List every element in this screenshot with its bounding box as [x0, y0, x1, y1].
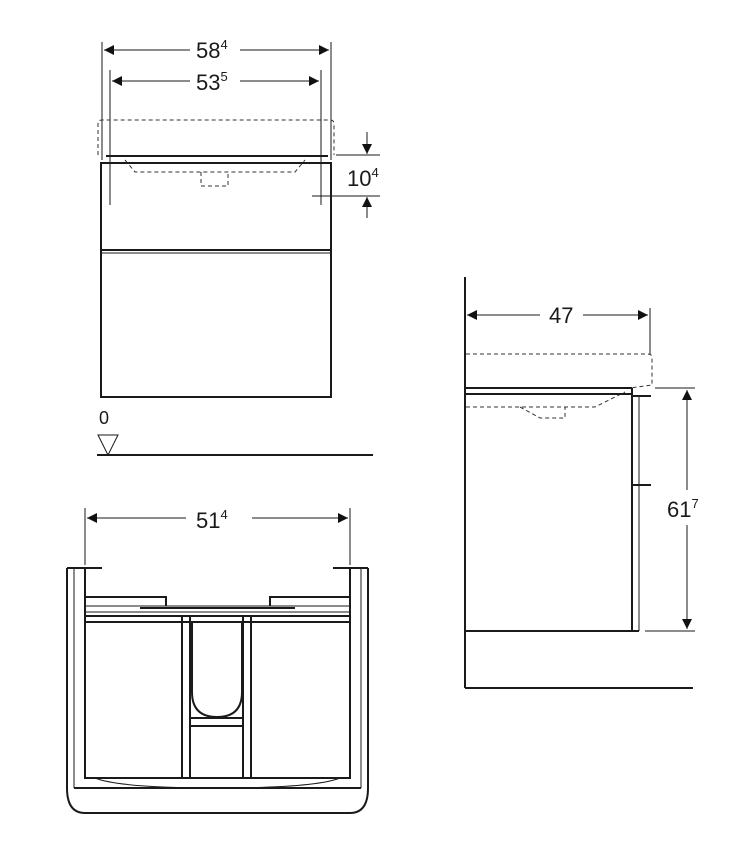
svg-text:47: 47 [549, 303, 573, 328]
front-view: 584 535 104 0 [97, 37, 380, 457]
svg-text:535: 535 [196, 69, 228, 95]
svg-text:104: 104 [347, 165, 379, 191]
svg-text:617: 617 [667, 496, 699, 522]
dimension-top-height: 104 [312, 132, 380, 218]
top-view: 514 [66, 507, 369, 814]
svg-text:584: 584 [196, 37, 228, 63]
dimension-top-inner-width: 514 [84, 507, 351, 565]
svg-text:0: 0 [99, 408, 109, 428]
dimension-inner-width: 535 [112, 69, 319, 95]
svg-text:514: 514 [196, 507, 228, 533]
floor-reference: 0 [97, 408, 373, 457]
dimension-depth: 47 [467, 303, 651, 355]
side-view: 47 617 [464, 277, 699, 689]
dimension-height: 617 [645, 387, 699, 632]
dimension-overall-width: 584 [104, 37, 329, 63]
